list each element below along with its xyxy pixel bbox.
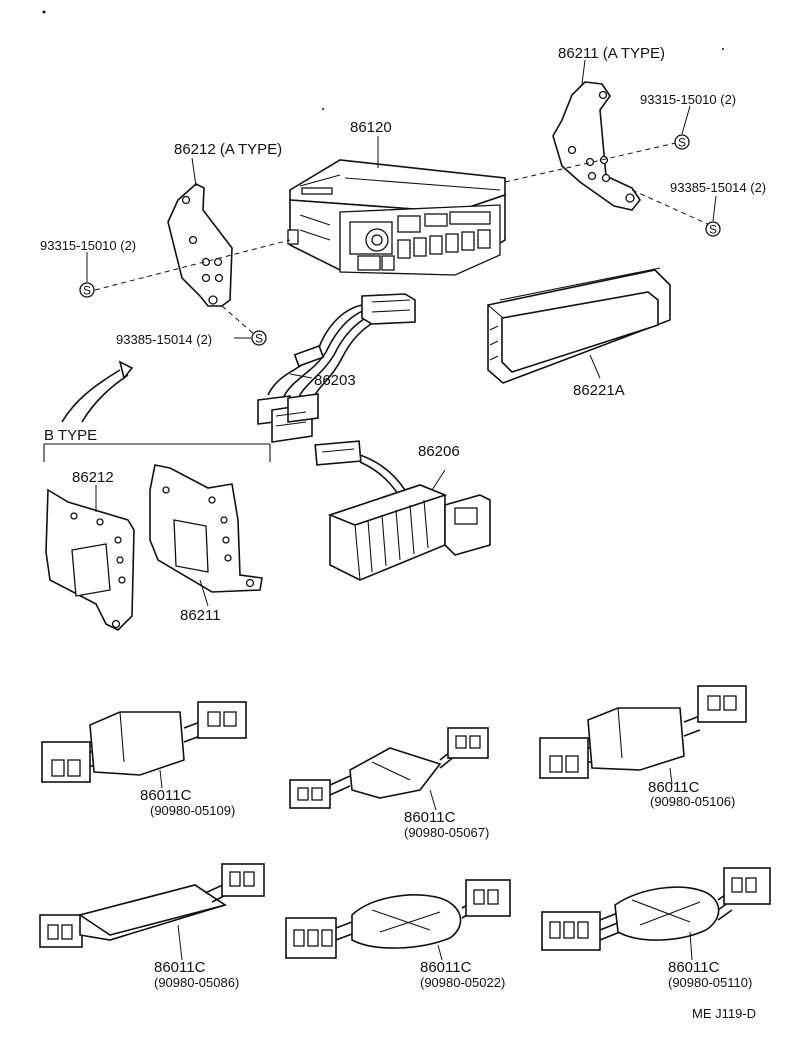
svg-text:S: S	[709, 223, 717, 237]
label-conn3-part: 86011C	[648, 779, 700, 796]
screw-right-top-icon: S	[674, 134, 690, 150]
label-screw-right-top: 93315-15010 (2)	[640, 92, 736, 107]
screw-symbols: S S S S	[79, 134, 721, 346]
svg-text:S: S	[678, 136, 686, 150]
text-labels: 86120 86211 (A TYPE) 86212 (A TYPE) 9331…	[40, 45, 766, 1021]
bracket-left-a-type	[167, 183, 233, 307]
amplifier	[314, 440, 491, 581]
label-screw-right-bottom: 93385-15014 (2)	[670, 180, 766, 195]
b-type-bracket-left	[45, 488, 135, 631]
label-bracket-left-a: 86212 (A TYPE)	[174, 141, 282, 158]
label-bracket-right-a: 86211 (A TYPE)	[558, 45, 665, 62]
label-b-type: B TYPE	[44, 427, 97, 444]
label-conn6-part: 86011C	[668, 959, 720, 976]
print-specks	[42, 10, 724, 110]
label-plate: 86221A	[573, 382, 625, 399]
label-conn5-part: 86011C	[420, 959, 472, 976]
leader-lines	[86, 59, 717, 607]
label-b-bracket-right: 86211	[180, 607, 221, 624]
assembly-lines	[94, 141, 713, 336]
label-amplifier: 86206	[418, 443, 460, 460]
label-conn3-code: (90980-05106)	[650, 794, 735, 809]
wire-harness	[257, 293, 416, 443]
bracket-right-a-type	[552, 81, 641, 211]
footer-code: ME J119-D	[692, 1006, 756, 1021]
connector-6	[541, 867, 771, 961]
connector-2	[289, 727, 489, 811]
label-screw-left-bottom: 93385-15014 (2)	[116, 332, 212, 347]
label-conn1-part: 86011C	[140, 787, 192, 804]
connector-5	[285, 879, 511, 961]
b-type-section	[43, 360, 271, 462]
radio-unit	[287, 159, 506, 276]
connector-1	[41, 701, 247, 789]
connector-3	[539, 685, 747, 785]
label-conn1-code: (90980-05109)	[150, 803, 235, 818]
label-conn2-code: (90980-05067)	[404, 825, 489, 840]
screw-right-bottom-icon: S	[705, 221, 721, 237]
face-plate	[487, 267, 671, 384]
screw-left-top-icon: S	[79, 282, 95, 298]
connector-4	[39, 863, 265, 961]
label-harness: 86203	[314, 372, 356, 389]
label-conn4-code: (90980-05086)	[154, 975, 239, 990]
label-conn5-code: (90980-05022)	[420, 975, 505, 990]
svg-text:S: S	[83, 284, 91, 298]
label-b-bracket-left: 86212	[72, 469, 114, 486]
b-type-bracket-right	[149, 464, 263, 593]
label-conn2-part: 86011C	[404, 809, 456, 826]
screw-left-bottom-icon: S	[251, 330, 267, 346]
svg-text:S: S	[255, 332, 263, 346]
label-conn6-code: (90980-05110)	[668, 975, 752, 990]
label-screw-left-top: 93315-15010 (2)	[40, 238, 136, 253]
label-conn4-part: 86011C	[154, 959, 206, 976]
label-radio: 86120	[350, 119, 392, 136]
